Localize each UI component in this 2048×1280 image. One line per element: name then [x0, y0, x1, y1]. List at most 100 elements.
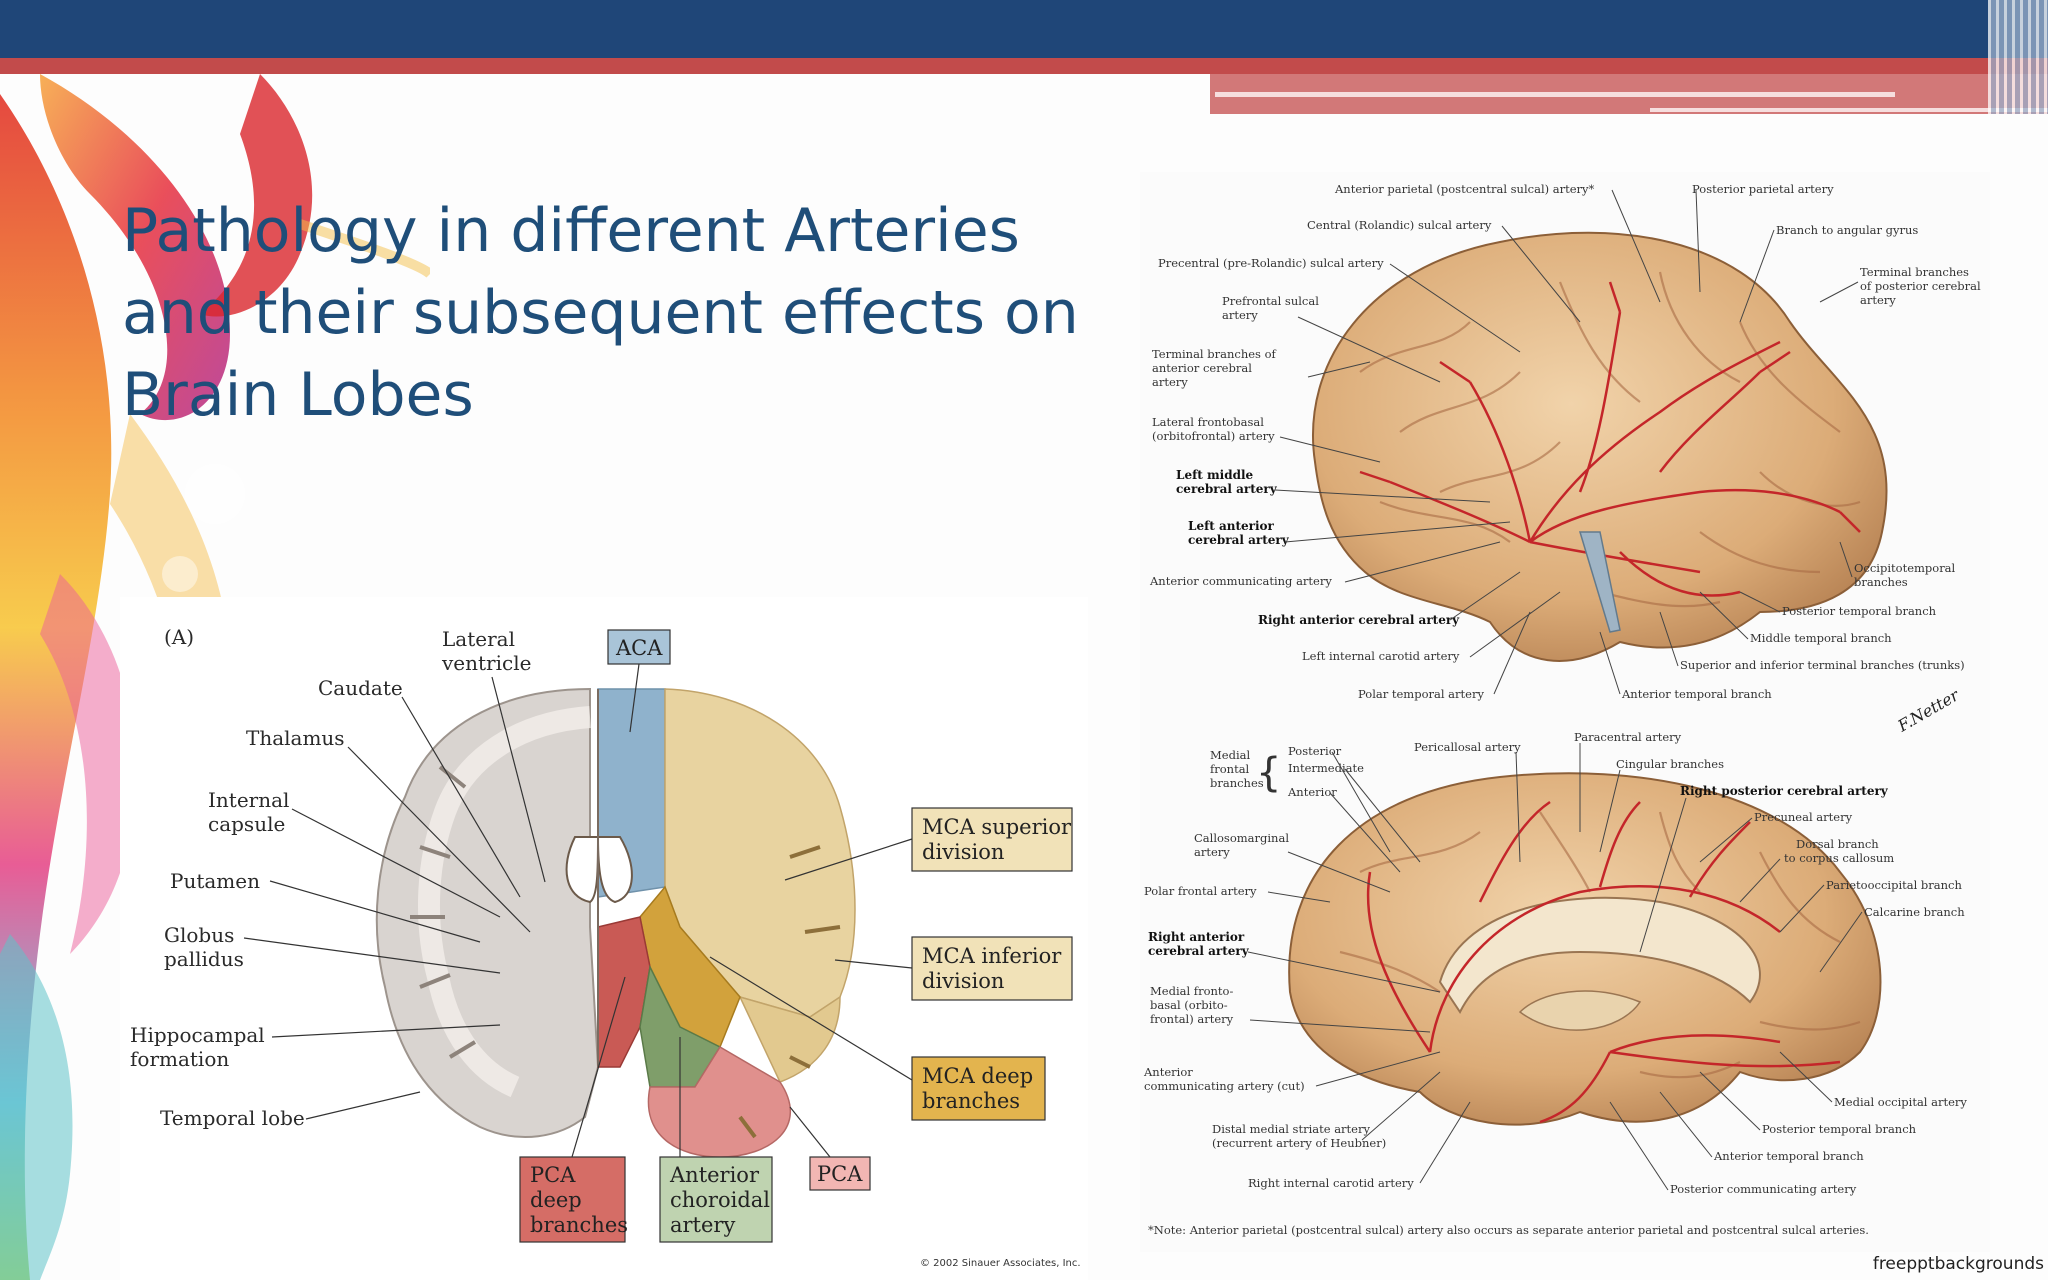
title-line-1: Pathology in different Arteries: [122, 196, 1020, 266]
lbl-dorsal-2: to corpus callosum: [1784, 851, 1894, 865]
lbl-calcarine: Calcarine branch: [1864, 905, 1965, 919]
accent-bar: [0, 58, 2048, 74]
mca-superior-territory: [664, 688, 856, 1018]
label-caudate: Caudate: [318, 676, 403, 700]
lbl-terminal-pca-1: Terminal branches: [1860, 265, 1969, 279]
carotid-stub: [1578, 531, 1621, 633]
medial-arteries: [1366, 800, 1841, 1124]
lbl-left-aca-2: cerebral artery: [1188, 533, 1290, 547]
aca-box: [607, 629, 671, 665]
lbl-anterior: Anterior: [1287, 785, 1337, 799]
lbl-precuneal: Precuneal artery: [1754, 810, 1853, 824]
lbl-terminal-aca-3: artery: [1152, 375, 1188, 389]
pca-box: [809, 1156, 871, 1191]
lbl-callosomarginal-1: Callosomarginal: [1194, 831, 1289, 845]
label-lateral-ventricle-2: ventricle: [441, 651, 531, 675]
lbl-ant-comm: Anterior communicating artery: [1149, 574, 1332, 588]
lbl-right-pca: Right posterior cerebral artery: [1680, 784, 1889, 798]
label-internal-capsule-2: capsule: [208, 812, 285, 836]
copyright-text: © 2002 Sinauer Associates, Inc.: [920, 1258, 1081, 1269]
lbl-distal-2: (recurrent artery of Heubner): [1212, 1136, 1386, 1150]
label-mca-deep-1: MCA deep: [922, 1064, 1033, 1088]
lbl-terminal-aca-1: Terminal branches of: [1152, 347, 1277, 361]
lbl-prefrontal-2: artery: [1222, 308, 1258, 322]
lbl-paracentral: Paracentral artery: [1574, 730, 1682, 744]
lbl-occipito-2: branches: [1854, 575, 1908, 589]
label-ant-choroidal-2: choroidal: [670, 1188, 770, 1212]
lbl-post-temporal-med: Posterior temporal branch: [1762, 1122, 1917, 1136]
lbl-right-ica: Right internal carotid artery: [1248, 1176, 1414, 1190]
label-pca-deep-2: deep: [530, 1188, 582, 1212]
title-line-3: Brain Lobes: [122, 360, 474, 430]
label-mca-inferior-2: division: [922, 969, 1004, 993]
cerebral-arteries-figure: Anterior parietal (postcentral sulcal) a…: [1140, 172, 1990, 1252]
lbl-right-aca-2: cerebral artery: [1148, 944, 1250, 958]
lbl-distal-1: Distal medial striate artery: [1212, 1122, 1370, 1136]
lbl-prefrontal-1: Prefrontal sulcal: [1222, 294, 1319, 308]
medial-gyri: [1339, 811, 1861, 1079]
mca-inferior-territory: [738, 995, 841, 1083]
lbl-medial-frontal-2: frontal: [1210, 762, 1250, 776]
lbl-pericallosal: Pericallosal artery: [1414, 740, 1521, 754]
label-pca-deep-1: PCA: [530, 1163, 576, 1187]
lbl-ant-temporal-lat: Anterior temporal branch: [1621, 687, 1772, 701]
lbl-post-temporal-lat: Posterior temporal branch: [1782, 604, 1937, 618]
mca-inferior-box: [911, 936, 1073, 1001]
lbl-cingular: Cingular branches: [1616, 757, 1724, 771]
slide-title: Pathology in different Arteries and thei…: [122, 190, 1132, 436]
label-mca-superior-1: MCA superior: [922, 815, 1072, 839]
lbl-central: Central (Rolandic) sulcal artery: [1307, 218, 1492, 232]
lbl-ant-comm-2: communicating artery (cut): [1144, 1079, 1305, 1093]
label-thalamus: Thalamus: [246, 726, 345, 750]
lateral-arteries: [1359, 281, 1861, 597]
label-mca-deep-2: branches: [922, 1089, 1020, 1113]
lbl-medial-occ: Medial occipital artery: [1834, 1095, 1967, 1109]
lbl-left-aca-1: Left anterior: [1188, 519, 1275, 533]
lbl-lat-fronto-1: Lateral frontobasal: [1152, 415, 1264, 429]
panel-letter: (A): [164, 625, 194, 649]
lbl-left-mca-1: Left middle: [1176, 468, 1254, 482]
lbl-posterior: Posterior: [1288, 744, 1342, 758]
lateral-gyri: [1359, 271, 1861, 608]
label-globus-pallidus-2: pallidus: [164, 947, 244, 971]
lbl-medial-frontal-3: branches: [1210, 776, 1264, 790]
label-pca-deep-3: branches: [530, 1213, 628, 1237]
lbl-right-aca-1: Right anterior: [1148, 930, 1245, 944]
lbl-post-comm: Posterior communicating artery: [1670, 1182, 1857, 1196]
mca-superior-box: [911, 807, 1073, 872]
lbl-dorsal-1: Dorsal branch: [1796, 837, 1879, 851]
artist-signature: F.Netter: [1894, 685, 1964, 736]
lbl-left-ica: Left internal carotid artery: [1302, 649, 1460, 663]
lbl-ant-parietal: Anterior parietal (postcentral sulcal) a…: [1334, 182, 1595, 196]
lateral-leader-lines: [1274, 189, 1859, 695]
lbl-polar-temporal: Polar temporal artery: [1358, 687, 1484, 701]
lbl-lat-fronto-2: (orbitofrontal) artery: [1152, 429, 1275, 443]
lbl-precentral: Precentral (pre-Rolandic) sulcal artery: [1158, 256, 1384, 270]
corner-stripes: [1988, 0, 2048, 114]
lbl-ant-comm-1: Anterior: [1143, 1065, 1193, 1079]
lbl-mid-temporal: Middle temporal branch: [1750, 631, 1892, 645]
label-lateral-ventricle-1: Lateral: [442, 627, 515, 651]
header-bar: [0, 0, 2048, 58]
lbl-medial-fronto-2: basal (orbito-: [1150, 998, 1228, 1012]
label-hippocampal-1: Hippocampal: [130, 1023, 265, 1047]
label-globus-pallidus-1: Globus: [164, 923, 234, 947]
left-hemisphere: [375, 687, 600, 1138]
label-pca: PCA: [817, 1162, 863, 1186]
lbl-medial-fronto-1: Medial fronto-: [1150, 984, 1233, 998]
watermark: freepptbackgrounds: [1872, 1254, 2044, 1274]
lbl-medial-fronto-3: frontal) artery: [1150, 1012, 1234, 1026]
lbl-sup-inf-terminal: Superior and inferior terminal branches …: [1680, 658, 1965, 672]
lbl-callosomarginal-2: artery: [1194, 845, 1230, 859]
lbl-occipito-1: Occipitotemporal: [1854, 561, 1956, 575]
lbl-right-aca: Right anterior cerebral artery: [1258, 613, 1460, 627]
label-ant-choroidal-3: artery: [670, 1213, 735, 1237]
color-splash-decoration: [0, 74, 430, 1280]
label-ant-choroidal-1: Anterior: [669, 1163, 760, 1187]
accent-line-short: [1650, 108, 2048, 112]
title-line-2: and their subsequent effects on: [122, 278, 1079, 348]
label-temporal-lobe: Temporal lobe: [160, 1106, 305, 1130]
lbl-left-mca-2: cerebral artery: [1176, 482, 1278, 496]
lateral-brain-view: [1312, 231, 1888, 662]
brace-icon: {: [1256, 750, 1281, 796]
